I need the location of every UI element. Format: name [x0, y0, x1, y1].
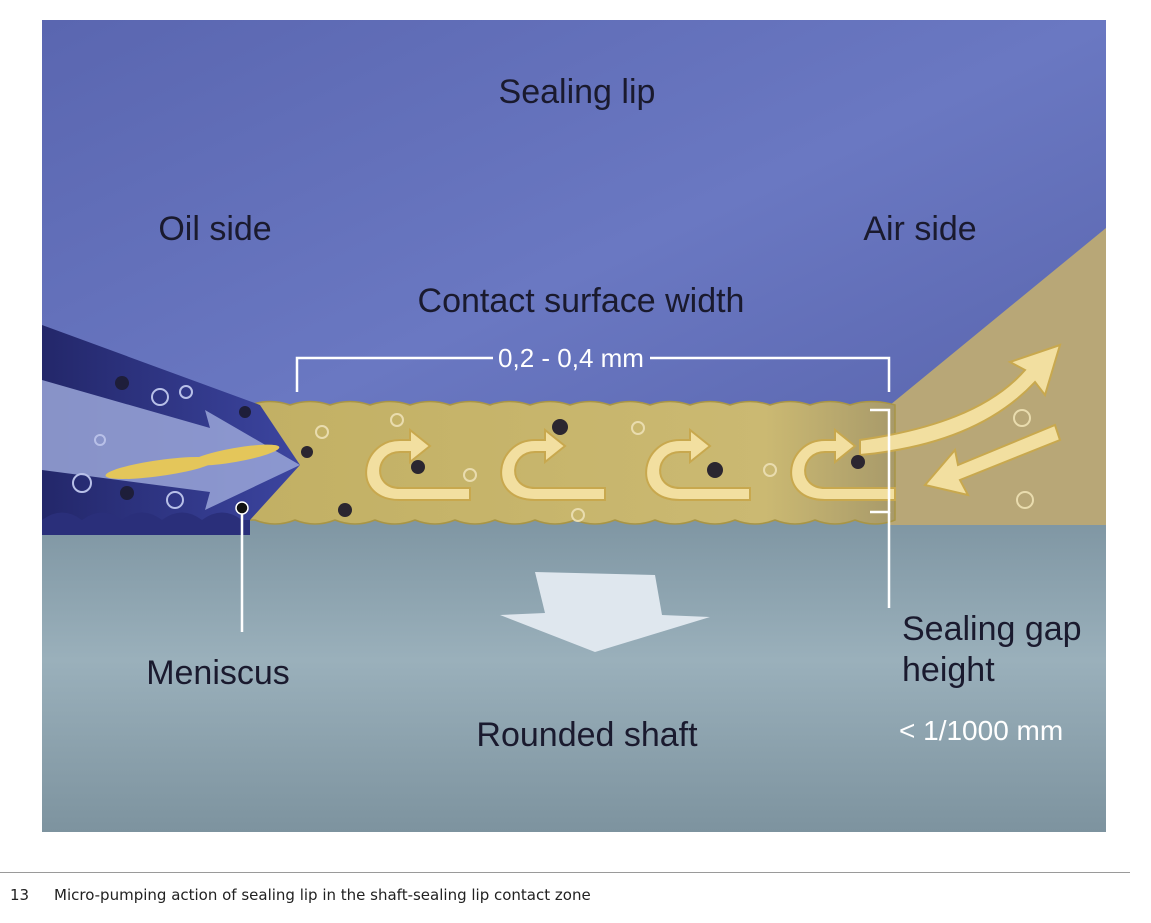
caption-divider: [0, 872, 1130, 873]
label-gap-value: < 1/1000 mm: [899, 715, 1063, 746]
label-oil-side: Oil side: [158, 210, 271, 248]
label-sealing-gap-height-1: Sealing gap: [902, 610, 1082, 648]
caption-text: Micro-pumping action of sealing lip in t…: [54, 886, 591, 904]
meniscus-marker: [235, 501, 249, 515]
label-air-side: Air side: [863, 210, 976, 248]
label-meniscus: Meniscus: [146, 654, 290, 692]
label-width-value: 0,2 - 0,4 mm: [498, 343, 644, 373]
oil-wave: [42, 512, 250, 535]
oil-bubbles: [72, 385, 193, 509]
zone-bubbles: [315, 409, 1034, 522]
label-sealing-lip: Sealing lip: [499, 73, 656, 111]
zone-particles: [301, 419, 865, 517]
shaft-region: [42, 520, 1106, 832]
caption-number: 13: [10, 886, 30, 904]
label-sealing-gap-height-2: height: [902, 651, 995, 689]
oil-flow-arrow: [42, 380, 300, 510]
air-side-wedge: [890, 228, 1106, 525]
oil-particles: [115, 376, 251, 500]
label-contact-surface-width: Contact surface width: [418, 282, 745, 320]
label-rounded-shaft: Rounded shaft: [476, 716, 698, 754]
dimension-lines: [240, 356, 891, 632]
shaft-motion-arrow: [500, 572, 710, 652]
oil-streak: [105, 456, 215, 480]
pump-arrows: [365, 343, 1062, 501]
figure-caption: 13 Micro-pumping action of sealing lip in…: [10, 886, 591, 904]
oil-streak: [190, 444, 280, 466]
